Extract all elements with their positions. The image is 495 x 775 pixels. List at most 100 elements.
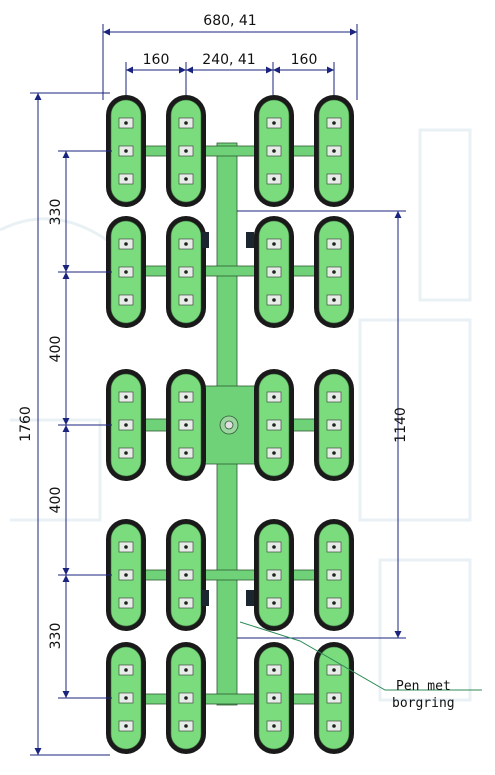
pad-bolt [332, 395, 336, 399]
dim-pad-spacing-left: 160 [143, 52, 170, 68]
pad-bolt [272, 395, 276, 399]
suction-pads [106, 95, 354, 754]
suction-pad [314, 519, 354, 631]
pad-bolt [124, 242, 128, 246]
suction-pad [106, 642, 146, 754]
dim-row-gap-top: 330 [48, 199, 64, 226]
pad-bolt [272, 573, 276, 577]
pad-bolt [124, 696, 128, 700]
dim-row-gap-bottom: 330 [48, 623, 64, 650]
dim-center-spacing: 240, 41 [202, 52, 255, 68]
pad-bolt [332, 121, 336, 125]
pad-bolt [332, 423, 336, 427]
suction-pad [254, 519, 294, 631]
pad-bolt [124, 668, 128, 672]
suction-pad [166, 216, 206, 328]
suction-pad [254, 216, 294, 328]
pad-bolt [272, 121, 276, 125]
callout-leader [239, 621, 482, 691]
pad-bolt [332, 298, 336, 302]
pad-bolt [272, 696, 276, 700]
pad-bolt [332, 668, 336, 672]
pad-bolt [124, 149, 128, 153]
suction-pad [314, 642, 354, 754]
pad-bolt [124, 298, 128, 302]
suction-pad [166, 642, 206, 754]
pad-bolt [184, 242, 188, 246]
dim-row-gap-lower: 400 [48, 487, 64, 514]
pad-bolt [272, 668, 276, 672]
dim-inner-height: 1140 [393, 407, 409, 443]
suction-pad [106, 519, 146, 631]
pad-bolt [124, 270, 128, 274]
callout-label-line-1: Pen met [396, 679, 451, 694]
pad-bolt [184, 149, 188, 153]
pad-bolt [272, 177, 276, 181]
suction-pad [166, 95, 206, 207]
pad-bolt [272, 545, 276, 549]
pad-bolt [124, 423, 128, 427]
pad-bolt [184, 270, 188, 274]
pad-bolt [184, 545, 188, 549]
pad-bolt [124, 395, 128, 399]
pad-bolt [184, 696, 188, 700]
dim-pad-spacing-right: 160 [291, 52, 318, 68]
dim-row-gap-upper: 400 [48, 336, 64, 363]
pad-bolt [332, 270, 336, 274]
pad-bolt [332, 451, 336, 455]
pad-bolt [124, 121, 128, 125]
pad-bolt [272, 423, 276, 427]
pad-bolt [272, 451, 276, 455]
pad-bolt [184, 298, 188, 302]
valve-block [246, 232, 254, 248]
suction-pad [166, 369, 206, 481]
pad-bolt [332, 601, 336, 605]
pad-bolt [272, 149, 276, 153]
pad-bolt [184, 601, 188, 605]
suction-pad [106, 95, 146, 207]
pad-bolt [272, 601, 276, 605]
valve-block [201, 590, 209, 606]
suction-pad [254, 642, 294, 754]
background-sketch [0, 128, 472, 702]
pad-bolt [184, 423, 188, 427]
pad-bolt [124, 177, 128, 181]
pad-bolt [124, 545, 128, 549]
pad-bolt [124, 573, 128, 577]
pad-bolt [184, 573, 188, 577]
suction-pad [166, 519, 206, 631]
suction-pad [314, 369, 354, 481]
suction-pad [106, 369, 146, 481]
pad-bolt [332, 242, 336, 246]
valve-block [246, 590, 254, 606]
pad-bolt [332, 573, 336, 577]
suction-pad [254, 95, 294, 207]
pad-bolt [124, 451, 128, 455]
dimension-lines [30, 24, 406, 756]
pad-bolt [124, 724, 128, 728]
pad-bolt [184, 451, 188, 455]
pad-bolt [184, 177, 188, 181]
dim-overall-height: 1760 [18, 406, 34, 442]
pad-bolt [332, 545, 336, 549]
pad-bolt [272, 270, 276, 274]
pad-bolt [272, 724, 276, 728]
pad-bolt [332, 696, 336, 700]
pad-bolt [184, 395, 188, 399]
pad-bolt [184, 668, 188, 672]
suction-pad [106, 216, 146, 328]
pad-bolt [332, 724, 336, 728]
pad-bolt [332, 149, 336, 153]
pad-bolt [272, 298, 276, 302]
valve-block [201, 232, 209, 248]
pad-bolt [184, 121, 188, 125]
dim-overall-width: 680, 41 [203, 13, 256, 29]
pad-bolt [272, 242, 276, 246]
suction-pad [314, 95, 354, 207]
pad-bolt [184, 724, 188, 728]
pad-bolt [332, 177, 336, 181]
pad-bolt [124, 601, 128, 605]
suction-pad [314, 216, 354, 328]
callout-label-line-2: borgring [392, 696, 455, 711]
